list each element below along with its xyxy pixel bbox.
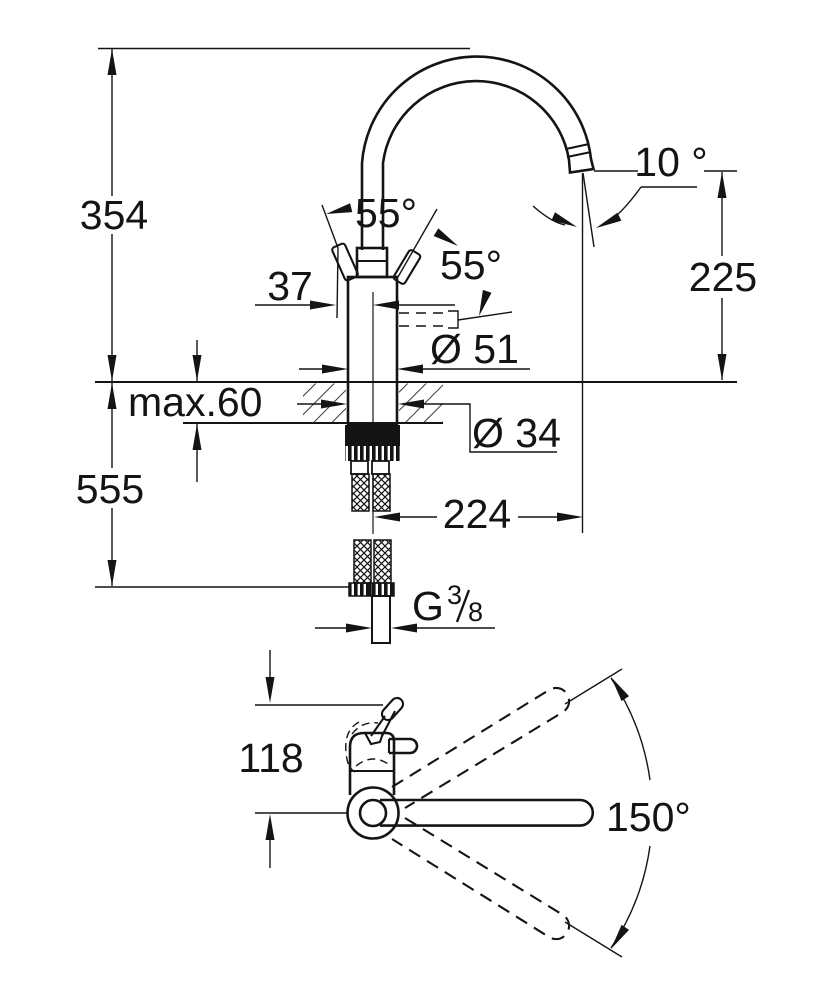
lever-position-right [392,249,422,285]
lever-plan-shaft-2 [381,710,396,737]
dim-118-label: 118 [238,735,303,781]
dim-d51-label: Ø 51 [430,326,519,372]
dim-225-label: 225 [689,254,757,300]
swivel-arc-upper [610,677,651,781]
dimension-labels: 354 555 max.60 37 55° 55° 10 ° 225 Ø 51 … [76,139,757,840]
flex-hose-right-lower [373,539,392,584]
spray-direction-line [582,172,595,248]
hose-fitting-right [371,460,390,475]
arrow-225-bottom [717,354,727,380]
g38-fraction-slash [455,589,471,623]
arrow-g38-left [346,623,372,633]
arrow-55-right [433,228,458,246]
arrow-d51-right [397,364,423,374]
lever-plan-bar [389,737,419,755]
spout-plan-outline [380,798,595,827]
arrow-max60-top [192,355,202,381]
spout-swivel-upper-dashed [391,686,571,809]
dim-10-arc-left [532,205,566,226]
arrow-354-bottom [107,355,117,381]
arrow-224-right [557,512,583,522]
dim-354-label: 354 [80,192,148,238]
arrow-37-left [310,300,336,310]
spout-outline [360,55,596,250]
dim-150-label: 150° [606,794,691,840]
dim-g38-numerator: 3 [447,580,462,610]
dim-g38-letter: G [412,583,444,629]
arrow-max60-bottom [192,424,202,450]
arrow-224-left [374,512,400,522]
arrow-10-right [596,212,622,228]
mounting-nut-serration [345,446,400,461]
arrow-118-top [265,677,275,703]
lever-position-left [331,242,359,282]
swivel-extension-upper [564,668,623,705]
dim-555-label: 555 [76,466,144,512]
angle-leader-line [457,311,513,321]
swivel-extension-lower [564,921,623,958]
base-circle-inner [358,798,388,828]
flex-hose-right-upper [372,473,391,512]
hose-nut-right [370,582,395,597]
side-view-drawing [95,55,737,644]
flex-hose-left-upper [351,473,370,512]
dim-d34-leader [424,403,557,453]
arrow-118-bottom [265,814,275,840]
lever-plan-knob [380,696,405,722]
arrow-55-left [326,203,353,214]
mounting-nut [345,425,400,446]
arrow-10-left [551,212,577,227]
hose-nut-left [348,582,371,597]
plan-view-dimensions [255,650,651,958]
flex-hose-left-lower [353,539,372,584]
body-hidden-arc-dashed [355,758,392,767]
arrow-g38-right [391,623,417,633]
dim-d34-label: Ø 34 [472,410,561,456]
arrow-354-top [107,49,117,75]
lever-plan-shaft-1 [370,715,386,737]
arrow-d51-left [322,364,348,374]
arrow-37-right [373,300,399,310]
arrow-225-top [717,172,727,198]
lever-extension-line-left [321,204,339,319]
dim-max60-label: max.60 [128,379,262,425]
arrow-d34-left [321,399,347,409]
arrow-55-second [479,289,492,316]
spout-swivel-lower-dashed [391,817,571,941]
arrow-d34-right [398,399,424,409]
arrow-555-bottom [107,560,117,586]
knob-swing-arc-dashed [351,722,379,735]
dim-10-label: 10 ° [634,139,707,185]
arrow-150-top [611,677,629,702]
side-view-dimensions [95,47,737,633]
arrow-555-top [107,383,117,409]
cartridge-collar [355,246,389,279]
thread-tube [371,595,391,644]
dim-37-label: 37 [267,263,313,309]
lever-swing-arc-dashed [345,721,360,773]
lever-extension-line-right [397,208,438,278]
swivel-arc-lower [610,845,651,949]
body-plan-notch [364,732,384,746]
dim-224-label: 224 [443,491,511,537]
hose-fitting-left [350,460,369,475]
aerator-line-1 [565,142,590,151]
arrow-150-bottom [611,924,629,949]
dim-55-left-label: 55° [355,190,417,236]
body-plan-outline [348,731,396,795]
dim-55-right-label: 55° [440,242,502,288]
plan-view-drawing [345,686,595,941]
base-circle-outer [346,786,400,840]
dim-g38-denominator: 8 [468,597,483,627]
aerator-line-2 [566,150,592,159]
